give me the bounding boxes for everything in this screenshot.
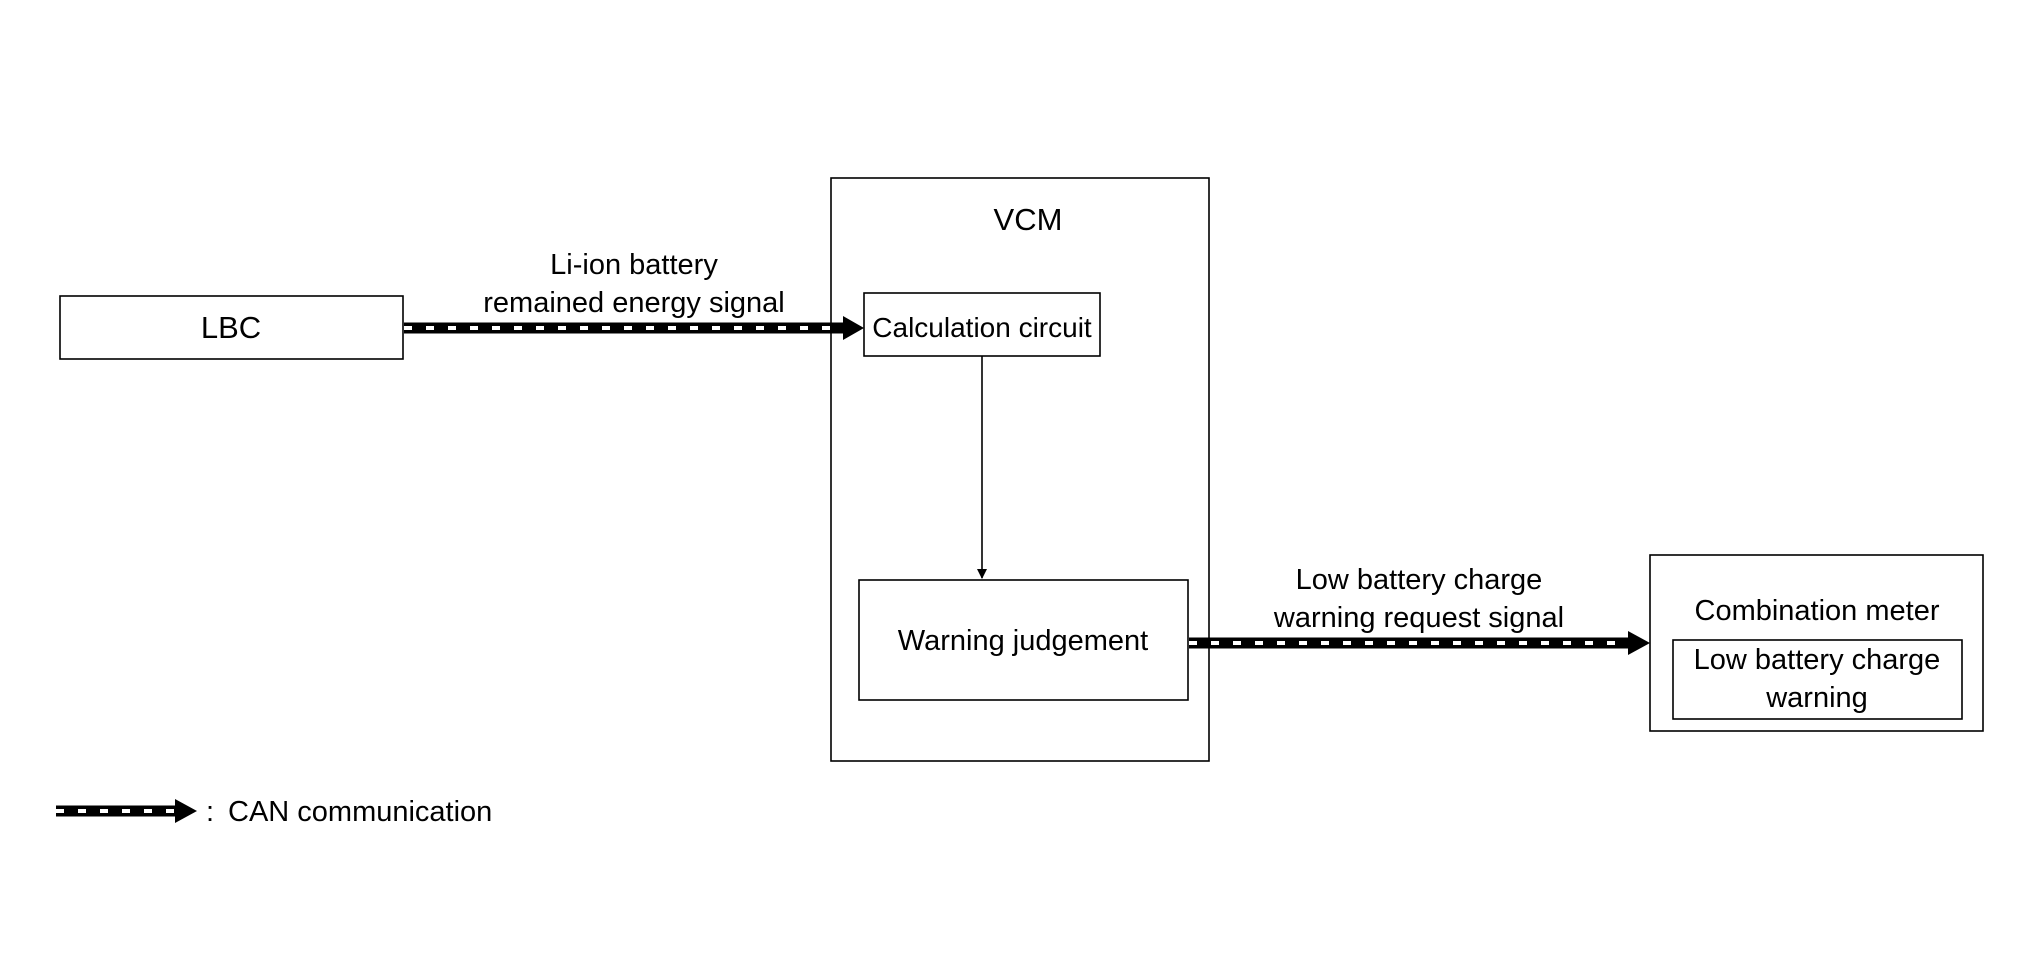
low-battery-signal-arrow (1189, 631, 1650, 655)
liion-signal-line2: remained energy signal (483, 287, 784, 319)
combination-meter-label: Combination meter (1695, 595, 1940, 627)
legend-arrow-head (175, 799, 197, 823)
vcm-node: VCM Calculation circuit Warning judgemen… (830, 177, 1210, 762)
calculation-circuit-label: Calculation circuit (872, 312, 1092, 343)
vcm-label: VCM (994, 202, 1063, 237)
warning-judgement-box (858, 579, 1189, 701)
warning-judgement-label: Warning judgement (898, 625, 1148, 657)
legend-separator: : (206, 796, 214, 828)
combination-meter-node: Combination meter Low battery charge war… (1649, 554, 1984, 732)
legend-label: CAN communication (228, 796, 492, 828)
liion-signal-line1: Li-ion battery (550, 249, 718, 281)
liion-signal-arrow (404, 316, 864, 340)
low-battery-warning-line2: warning (1765, 682, 1868, 714)
legend: : CAN communication (56, 796, 492, 828)
lbc-box (59, 295, 404, 360)
low-battery-warning-line1: Low battery charge (1694, 644, 1941, 676)
calculation-circuit-box (863, 292, 1101, 357)
liion-arrow-head (843, 316, 864, 340)
lbc-label: LBC (201, 310, 261, 345)
low-battery-signal-line1: Low battery charge (1296, 564, 1543, 596)
low-battery-warning-box (1672, 639, 1963, 720)
lbc-node: LBC (59, 295, 404, 360)
low-battery-signal-line2: warning request signal (1273, 602, 1564, 634)
low-battery-arrow-head (1628, 631, 1650, 655)
